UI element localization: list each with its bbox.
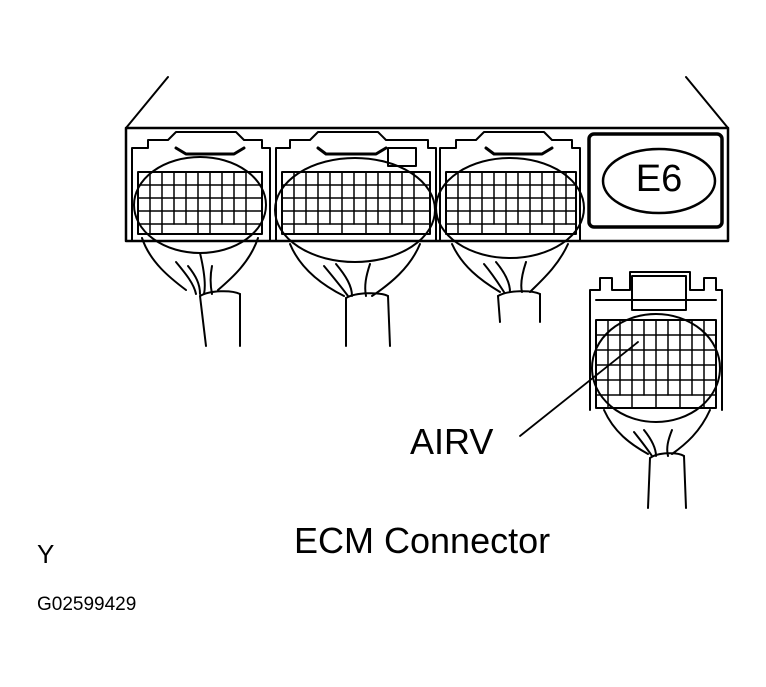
e6-label-box bbox=[587, 132, 724, 229]
airv-leader-line bbox=[519, 341, 639, 437]
diagram-title: ECM Connector bbox=[294, 520, 551, 561]
ecm-housing bbox=[124, 76, 730, 243]
plug-1-pin-grid bbox=[137, 171, 263, 235]
connector-code-label: E6 bbox=[635, 158, 683, 200]
airv-pin-label: AIRV bbox=[410, 421, 494, 462]
ecm-plug-3 bbox=[435, 131, 585, 323]
plug-3-pin-grid bbox=[445, 171, 577, 235]
ecm-plug-2 bbox=[274, 131, 437, 347]
detached-connector-pin-grid bbox=[595, 319, 717, 409]
plug-2-pin-grid bbox=[281, 171, 431, 235]
figure-id: G02599429 bbox=[37, 594, 137, 615]
detached-connector bbox=[589, 271, 723, 509]
view-letter: Y bbox=[37, 539, 55, 569]
ecm-plug-1 bbox=[131, 131, 271, 347]
